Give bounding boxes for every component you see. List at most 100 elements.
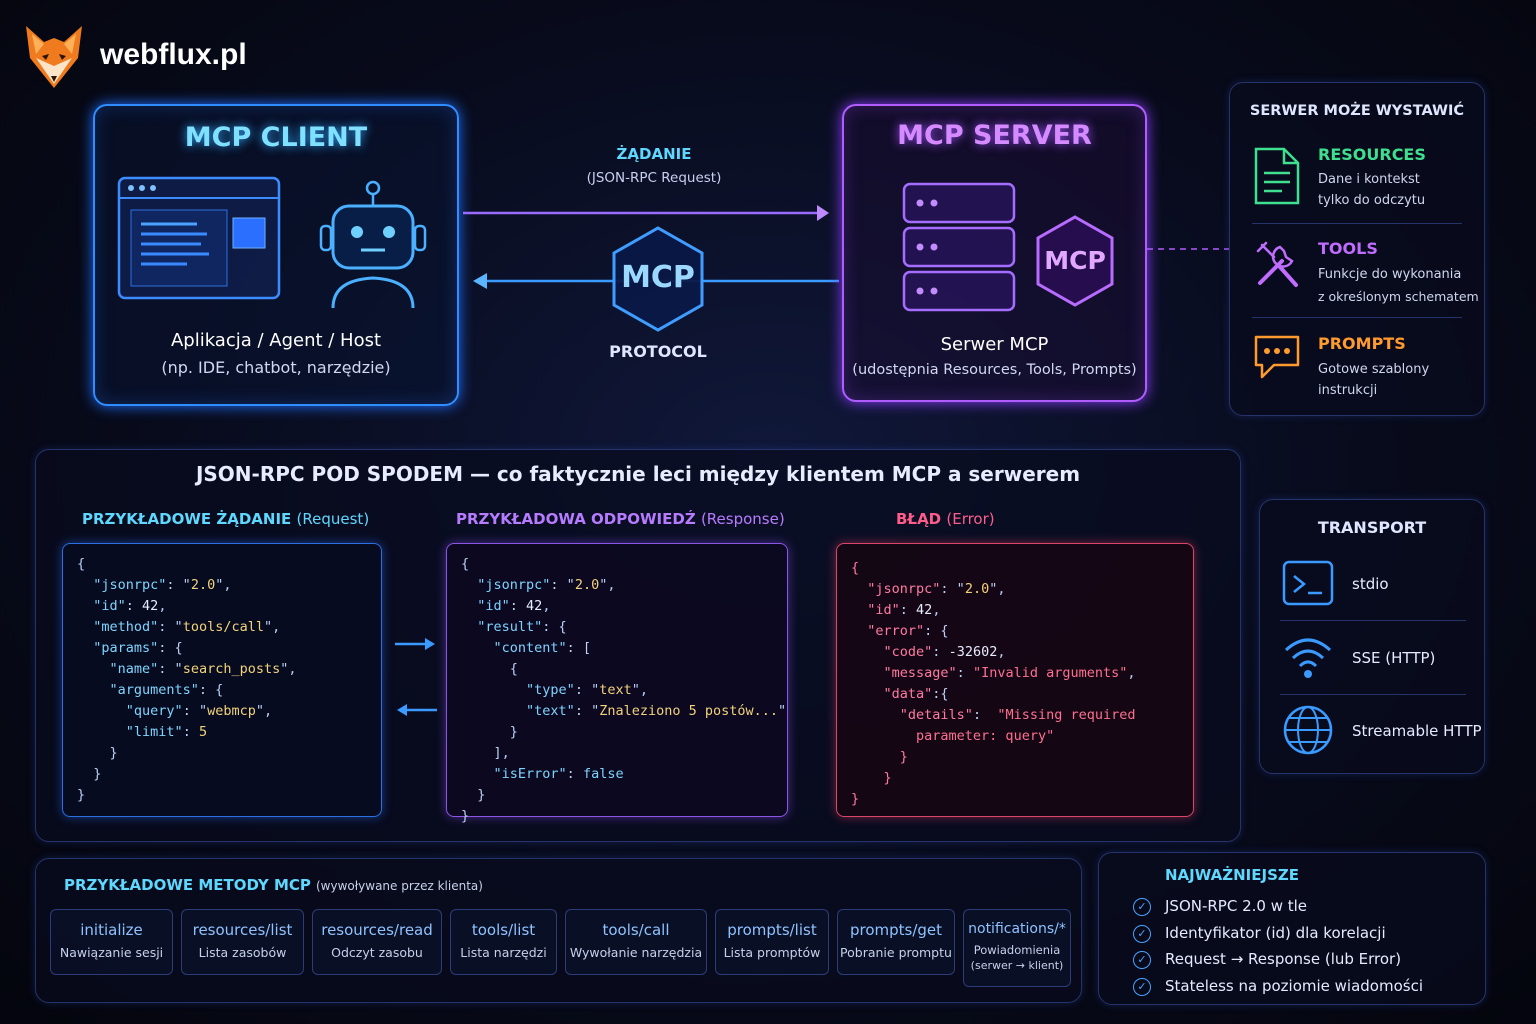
method-name: notifications/* — [968, 921, 1066, 937]
tools-desc-1: Funkcje do wykonania — [1318, 267, 1462, 282]
exposes-divider — [1252, 317, 1462, 318]
brand-name: webflux.pl — [100, 38, 247, 71]
request-sublabel: (JSON-RPC Request) — [586, 170, 722, 186]
req-query: webmcp — [207, 703, 256, 719]
method-prompts-list[interactable]: prompts/list Lista promptów — [715, 909, 829, 975]
resources-desc-2: tylko do odczytu — [1318, 193, 1426, 208]
method-desc: Nawiązanie sesji — [59, 945, 164, 960]
server-rack-icon — [902, 182, 1016, 312]
method-prompts-get[interactable]: prompts/get Pobranie promptu — [837, 909, 955, 975]
wifi-icon — [1284, 638, 1332, 678]
server-badge: MCP — [1044, 246, 1106, 275]
response-heading-sub: (Response) — [700, 510, 785, 528]
server-exposes-connector — [1147, 248, 1229, 250]
req-limit: 5 — [198, 724, 208, 740]
req-name: search_posts — [182, 661, 281, 677]
res-iserror: false — [582, 766, 624, 782]
request-heading: PRZYKŁADOWE ŻĄDANIE (Request) — [82, 510, 369, 528]
method-name: initialize — [80, 921, 143, 939]
transport-panel: TRANSPORT stdio SSE (HTTP) Streamable HT… — [1259, 499, 1485, 774]
error-code-block: { "jsonrpc": "2.0", "id": 42, "error": {… — [836, 543, 1194, 817]
fox-logo-icon — [26, 26, 82, 88]
transport-stdio: stdio — [1352, 575, 1389, 593]
method-name: tools/list — [471, 921, 536, 939]
method-resources-read[interactable]: resources/read Odczyt zasobu — [312, 909, 442, 975]
brand-logo[interactable] — [22, 24, 86, 94]
err-details-2: parameter: query — [916, 728, 1047, 744]
err-message: Invalid arguments — [981, 665, 1120, 681]
key-point-1: JSON-RPC 2.0 w tle — [1165, 897, 1308, 915]
key-point-3: Request → Response (lub Error) — [1165, 950, 1402, 968]
transport-divider — [1280, 620, 1466, 621]
request-response-arrows — [395, 638, 437, 716]
response-heading-label: PRZYKŁADOWA ODPOWIEDŹ — [456, 510, 696, 528]
tools-icon — [1256, 241, 1298, 287]
terminal-icon — [1282, 560, 1334, 606]
method-tools-call[interactable]: tools/call Wywołanie narzędzia — [565, 909, 707, 975]
method-name: resources/list — [192, 921, 293, 939]
res-type: text — [599, 682, 632, 698]
request-label: ŻĄDANIE — [616, 145, 692, 163]
protocol-hexagon-icon — [612, 226, 704, 332]
method-desc: Odczyt zasobu — [331, 945, 423, 960]
server-hexagon-icon — [1036, 215, 1114, 307]
err-id: 42 — [916, 602, 933, 618]
method-desc: Lista promptów — [723, 945, 821, 960]
prompts-title: PROMPTS — [1318, 334, 1406, 353]
method-resources-list[interactable]: resources/list Lista zasobów — [181, 909, 304, 975]
key-point-2: Identyfikator (id) dla korelacji — [1165, 924, 1386, 942]
chat-bubble-icon — [1254, 335, 1300, 379]
server-title: MCP SERVER — [897, 120, 1092, 151]
check-icon: ✓ — [1133, 951, 1151, 969]
error-heading-sub: (Error) — [946, 510, 995, 528]
res-text: Znaleziono 5 postów... — [599, 703, 779, 719]
exposes-title: SERWER MOŻE WYSTAWIĆ — [1249, 103, 1465, 119]
request-heading-label: PRZYKŁADOWE ŻĄDANIE — [82, 510, 292, 528]
key-points-title: NAJWAŻNIEJSZE — [1165, 866, 1299, 884]
method-name: prompts/list — [727, 921, 817, 939]
key-points-panel — [1098, 852, 1486, 1005]
method-initialize[interactable]: initialize Nawiązanie sesji — [50, 909, 173, 975]
resources-desc-1: Dane i kontekst — [1318, 172, 1420, 187]
method-name: tools/call — [602, 921, 670, 939]
prompts-desc-1: Gotowe szablony — [1318, 362, 1430, 377]
req-id: 42 — [142, 598, 159, 614]
method-notifications[interactable]: notifications/* Powiadomienia (serwer → … — [963, 909, 1071, 987]
response-code-block: { "jsonrpc": "2.0", "id": 42, "result": … — [446, 543, 788, 824]
client-desc: (np. IDE, chatbot, narzędzie) — [161, 358, 391, 377]
method-desc: Wywołanie narzędzia — [569, 945, 703, 960]
err-details-1: Missing required — [1005, 707, 1136, 723]
res-id: 42 — [526, 598, 543, 614]
transport-streamable: Streamable HTTP — [1352, 722, 1482, 740]
server-desc: (udostępnia Resources, Tools, Prompts) — [852, 362, 1137, 378]
transport-sse: SSE (HTTP) — [1352, 649, 1436, 667]
transport-title: TRANSPORT — [1317, 518, 1427, 537]
protocol-badge: MCP — [621, 260, 695, 295]
server-exposes-panel: SERWER MOŻE WYSTAWIĆ RESOURCES Dane i ko… — [1229, 82, 1485, 416]
browser-window-icon — [117, 176, 281, 300]
tools-desc-2: z określonym schematem — [1318, 289, 1479, 304]
method-name: resources/read — [321, 921, 433, 939]
method-desc: Lista zasobów — [198, 945, 287, 960]
prompts-desc-2: instrukcji — [1318, 383, 1378, 398]
request-code-block: { "jsonrpc": "2.0", "id": 42, "method": … — [62, 543, 382, 817]
method-name: prompts/get — [849, 921, 943, 939]
err-code: -32602 — [948, 644, 998, 660]
key-point-4: Stateless na poziomie wiadomości — [1165, 977, 1424, 995]
document-icon — [1254, 147, 1300, 205]
client-subtitle: Aplikacja / Agent / Host — [170, 330, 382, 351]
method-desc: Lista narzędzi — [460, 945, 547, 960]
check-icon: ✓ — [1133, 898, 1151, 916]
method-tools-list[interactable]: tools/list Lista narzędzi — [450, 909, 557, 975]
mcp-server-panel: MCP SERVER MCP Serwer MCP (udostępnia Re… — [842, 104, 1147, 402]
method-desc-2: (serwer → klient) — [970, 959, 1064, 972]
transport-divider — [1280, 694, 1466, 695]
method-desc: Pobranie promptu — [840, 945, 952, 960]
methods-title: PRZYKŁADOWE METODY MCP — [64, 876, 311, 894]
check-icon: ✓ — [1133, 925, 1151, 943]
client-title: MCP CLIENT — [184, 122, 368, 153]
res-jsonrpc: 2.0 — [574, 577, 600, 593]
methods-subtitle: (wywoływane przez klienta) — [316, 879, 483, 893]
jsonrpc-title: JSON-RPC POD SPODEM — co faktycznie leci… — [195, 462, 1081, 486]
mcp-client-panel: MCP CLIENT Aplikacja / Agent / Host (np.… — [93, 104, 459, 406]
